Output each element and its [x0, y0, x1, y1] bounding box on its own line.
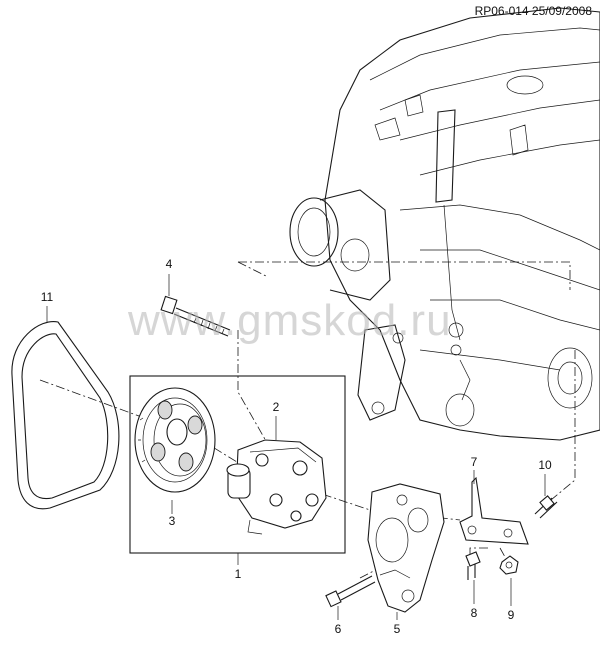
assembly-frame — [129, 375, 346, 554]
pulley — [134, 387, 216, 493]
callout-4: 4 — [165, 257, 173, 271]
strap-bracket — [459, 476, 529, 545]
engine-assembly — [289, 7, 600, 441]
power-steering-pump — [226, 439, 327, 535]
callout-9: 9 — [507, 608, 515, 622]
pump-bracket — [367, 483, 445, 613]
callout-3: 3 — [168, 514, 176, 528]
callout-10: 10 — [538, 458, 552, 472]
nut-9 — [499, 555, 519, 575]
bolt-6 — [325, 575, 376, 608]
document-reference: RP06-014 25/09/2008 — [474, 4, 592, 18]
bolt-4 — [160, 295, 231, 337]
callout-8: 8 — [470, 606, 478, 620]
callout-6: 6 — [334, 622, 342, 636]
leader-lines — [46, 274, 546, 620]
callout-11: 11 — [40, 290, 54, 304]
stud-bolt — [534, 495, 558, 519]
callout-1: 1 — [234, 567, 242, 581]
watermark: www.gmskod.ru — [128, 296, 452, 345]
callout-5: 5 — [393, 622, 401, 636]
callout-7: 7 — [470, 455, 478, 469]
drive-belt — [11, 321, 120, 510]
bolt-8 — [465, 551, 481, 580]
callout-2: 2 — [272, 400, 280, 414]
